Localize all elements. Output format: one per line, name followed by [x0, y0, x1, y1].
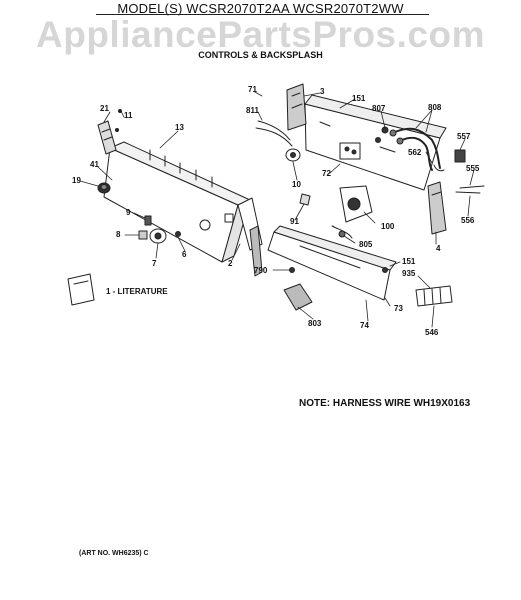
part-label-790: 790	[254, 266, 268, 275]
part-label-6: 6	[182, 250, 187, 259]
part-label-9: 9	[126, 208, 131, 217]
panel-endcap-drawing	[97, 120, 117, 155]
hoses-drawing	[389, 127, 441, 171]
art-number: (ART NO. WH6235) C	[79, 550, 149, 557]
part-label-11: 11	[124, 111, 133, 120]
connector-546-drawing	[415, 285, 453, 307]
part-label-557: 557	[457, 132, 471, 141]
valve-parts-drawing	[433, 149, 485, 194]
part-label-21: 21	[100, 104, 109, 113]
part-label-803: 803	[308, 319, 322, 328]
part-label-562: 562	[408, 148, 422, 157]
part-label-74: 74	[360, 321, 369, 330]
part-label-10: 10	[292, 180, 301, 189]
part-label-555: 555	[466, 164, 480, 173]
part-label-41: 41	[90, 160, 99, 169]
part-label-91: 91	[290, 217, 299, 226]
wire-harness-drawing	[255, 120, 301, 162]
clip-91-drawing	[299, 193, 311, 206]
leader-lines	[79, 91, 475, 328]
part-label-100: 100	[381, 222, 395, 231]
part-label-73: 73	[394, 304, 403, 313]
part-label-151-bottom: 151	[402, 257, 416, 266]
harness-note: NOTE: HARNESS WIRE WH19X0163	[299, 398, 471, 409]
part-labels: 21 11 13 41 19 9 8 7 6 2 71 811 3 151 80…	[72, 85, 480, 337]
part-label-4: 4	[436, 244, 441, 253]
section-title: CONTROLS & BACKSPLASH	[198, 50, 323, 60]
watermark: AppliancePartsPros.com	[36, 14, 485, 55]
part-label-811: 811	[246, 106, 259, 115]
title-underline	[96, 14, 429, 15]
part-label-3: 3	[320, 87, 325, 96]
part-label-546: 546	[425, 328, 439, 337]
part-label-808: 808	[428, 103, 442, 112]
trim-strip-drawing	[237, 197, 263, 277]
part-label-807: 807	[372, 104, 386, 113]
part-label-72: 72	[322, 169, 331, 178]
part-label-7: 7	[152, 259, 157, 268]
part-label-151-top: 151	[352, 94, 366, 103]
knob-19-drawing	[97, 182, 111, 194]
literature-booklet-drawing	[67, 273, 95, 306]
part-label-805: 805	[359, 240, 373, 249]
control-panel-drawing	[103, 141, 251, 263]
bottom-support-drawing	[267, 225, 397, 301]
model-title: MODEL(S) WCSR2070T2AA WCSR2070T2WW	[117, 1, 404, 16]
bracket-3-drawing	[286, 83, 307, 131]
part-label-2: 2	[228, 259, 233, 268]
part-label-19: 19	[72, 176, 81, 185]
part-label-8: 8	[116, 230, 121, 239]
part-label-71: 71	[248, 85, 257, 94]
part-label-935: 935	[402, 269, 416, 278]
part-label-556: 556	[461, 216, 475, 225]
part-803-drawing	[283, 283, 313, 311]
literature-label: 1 - LITERATURE	[106, 287, 168, 296]
bracket-4-drawing	[427, 181, 447, 235]
timer-100-drawing	[331, 185, 373, 239]
backsplash-drawing	[304, 94, 447, 191]
part-label-13: 13	[175, 123, 184, 132]
